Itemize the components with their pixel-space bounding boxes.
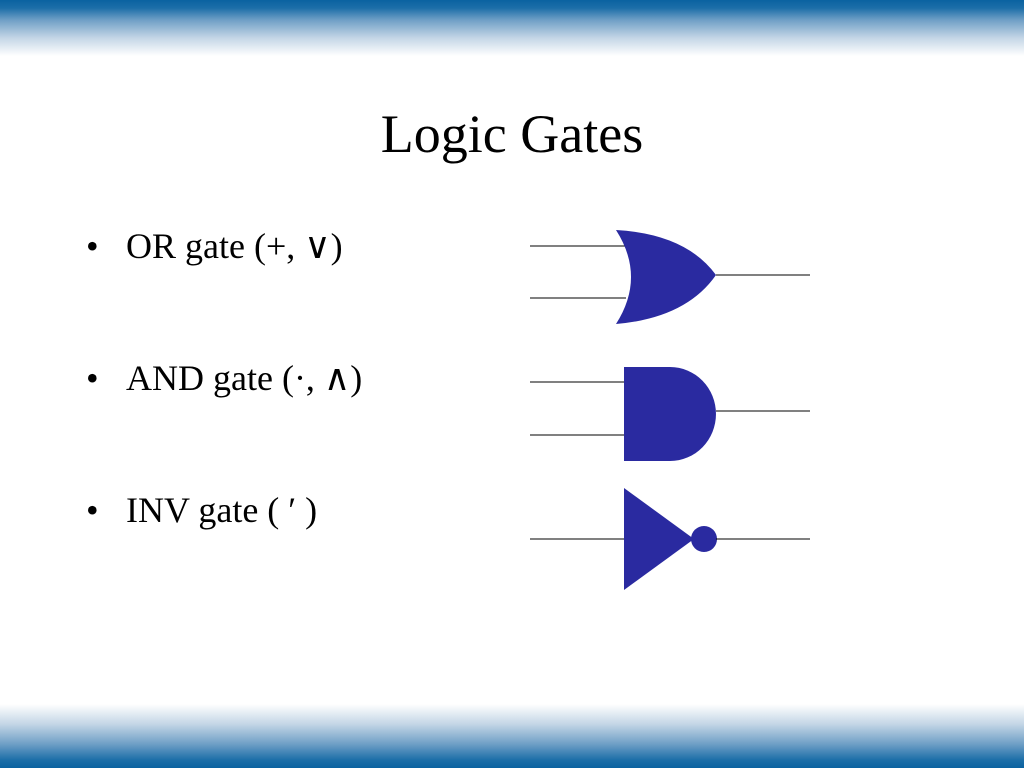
inv-gate-symbol	[530, 488, 810, 590]
bullet-or-gate: • OR gate (+, ∨)	[86, 224, 526, 268]
bullet-and-gate: • AND gate (·, ∧)	[86, 356, 526, 400]
or-gate-symbol	[530, 230, 810, 324]
gate-diagrams	[530, 230, 810, 590]
bullet-dot: •	[86, 490, 99, 530]
bullet-inv-gate-label: INV gate ( ′ )	[126, 490, 318, 530]
bullet-dot: •	[86, 358, 99, 398]
bottom-gradient-band	[0, 704, 1024, 768]
slide-title: Logic Gates	[380, 104, 644, 164]
and-gate-body	[624, 367, 716, 461]
top-gradient-band	[0, 0, 1024, 56]
bullet-and-gate-label: AND gate (·, ∧)	[126, 358, 363, 398]
inv-gate-body	[624, 488, 694, 590]
and-gate-symbol	[530, 367, 810, 461]
bullet-list: • OR gate (+, ∨) • AND gate (·, ∧) • INV…	[86, 224, 526, 620]
inv-gate-bubble	[691, 526, 717, 552]
bullet-dot: •	[86, 226, 99, 266]
bullet-or-gate-label: OR gate (+, ∨)	[126, 226, 343, 266]
or-gate-body	[616, 230, 716, 324]
bullet-inv-gate: • INV gate ( ′ )	[86, 488, 526, 532]
